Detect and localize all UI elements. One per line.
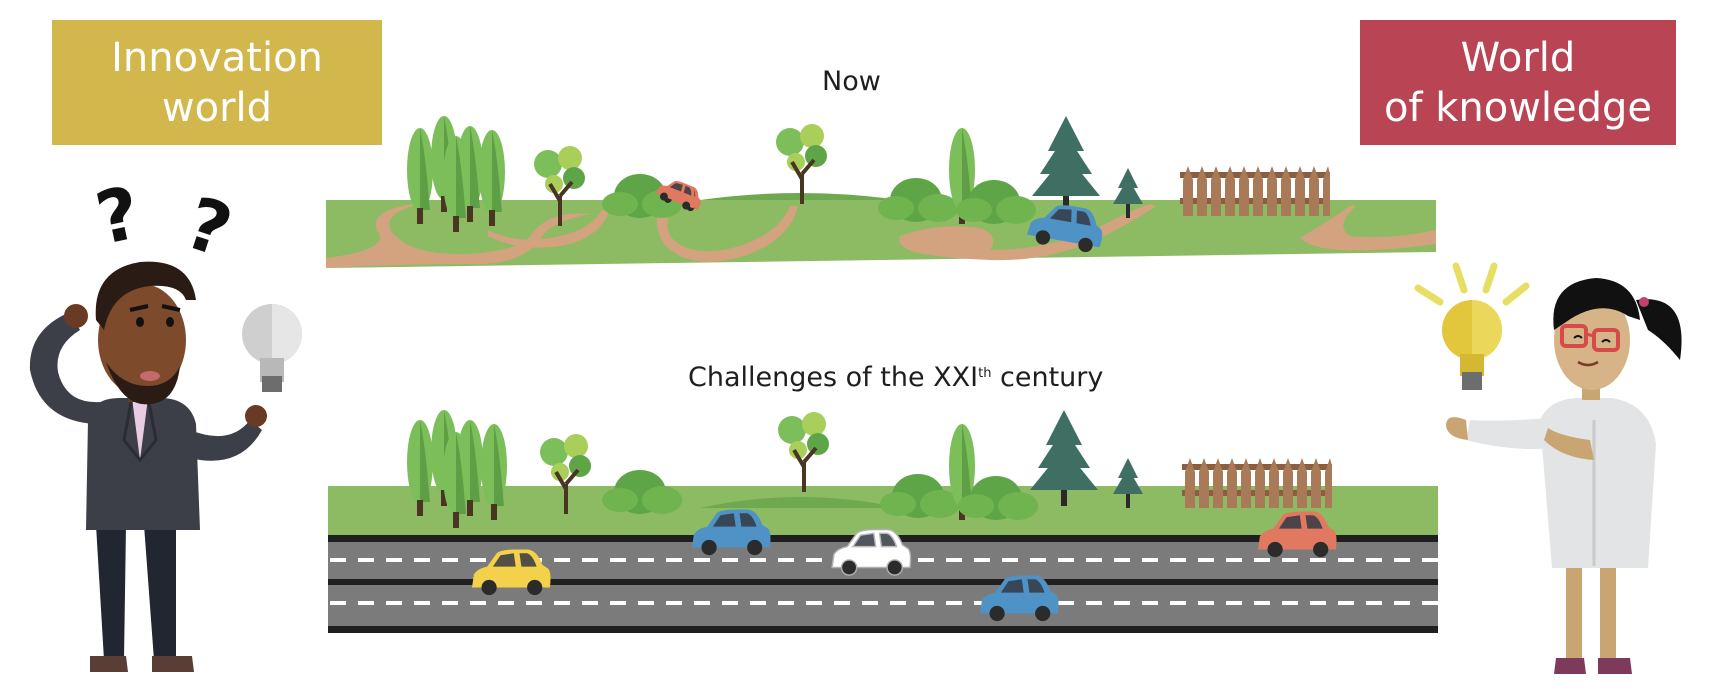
businessman-figure: ? ? (29, 170, 267, 672)
future-landscape (328, 410, 1438, 633)
lightbulb-off-icon (242, 304, 302, 392)
future-caption-prefix: Challenges of the XXI (688, 362, 979, 393)
future-caption-suffix: century (991, 362, 1104, 393)
scientist-figure (1446, 278, 1682, 674)
lightbulb-on-icon (1414, 262, 1530, 390)
question-mark-icon: ? (176, 181, 242, 274)
innovation-world-line2: world (161, 84, 273, 131)
world-of-knowledge-line1: World (1460, 34, 1576, 81)
future-caption-sup: th (978, 366, 992, 381)
future-caption: Challenges of the XXIth century (688, 362, 1103, 393)
world-of-knowledge-label: World of knowledge (1360, 20, 1676, 145)
now-landscape (326, 116, 1436, 268)
innovation-world-label: Innovation world (52, 20, 382, 145)
world-of-knowledge-line2: of knowledge (1383, 84, 1653, 131)
question-mark-icon: ? (89, 170, 147, 261)
now-caption: Now (822, 66, 881, 97)
innovation-world-line1: Innovation (111, 34, 323, 81)
